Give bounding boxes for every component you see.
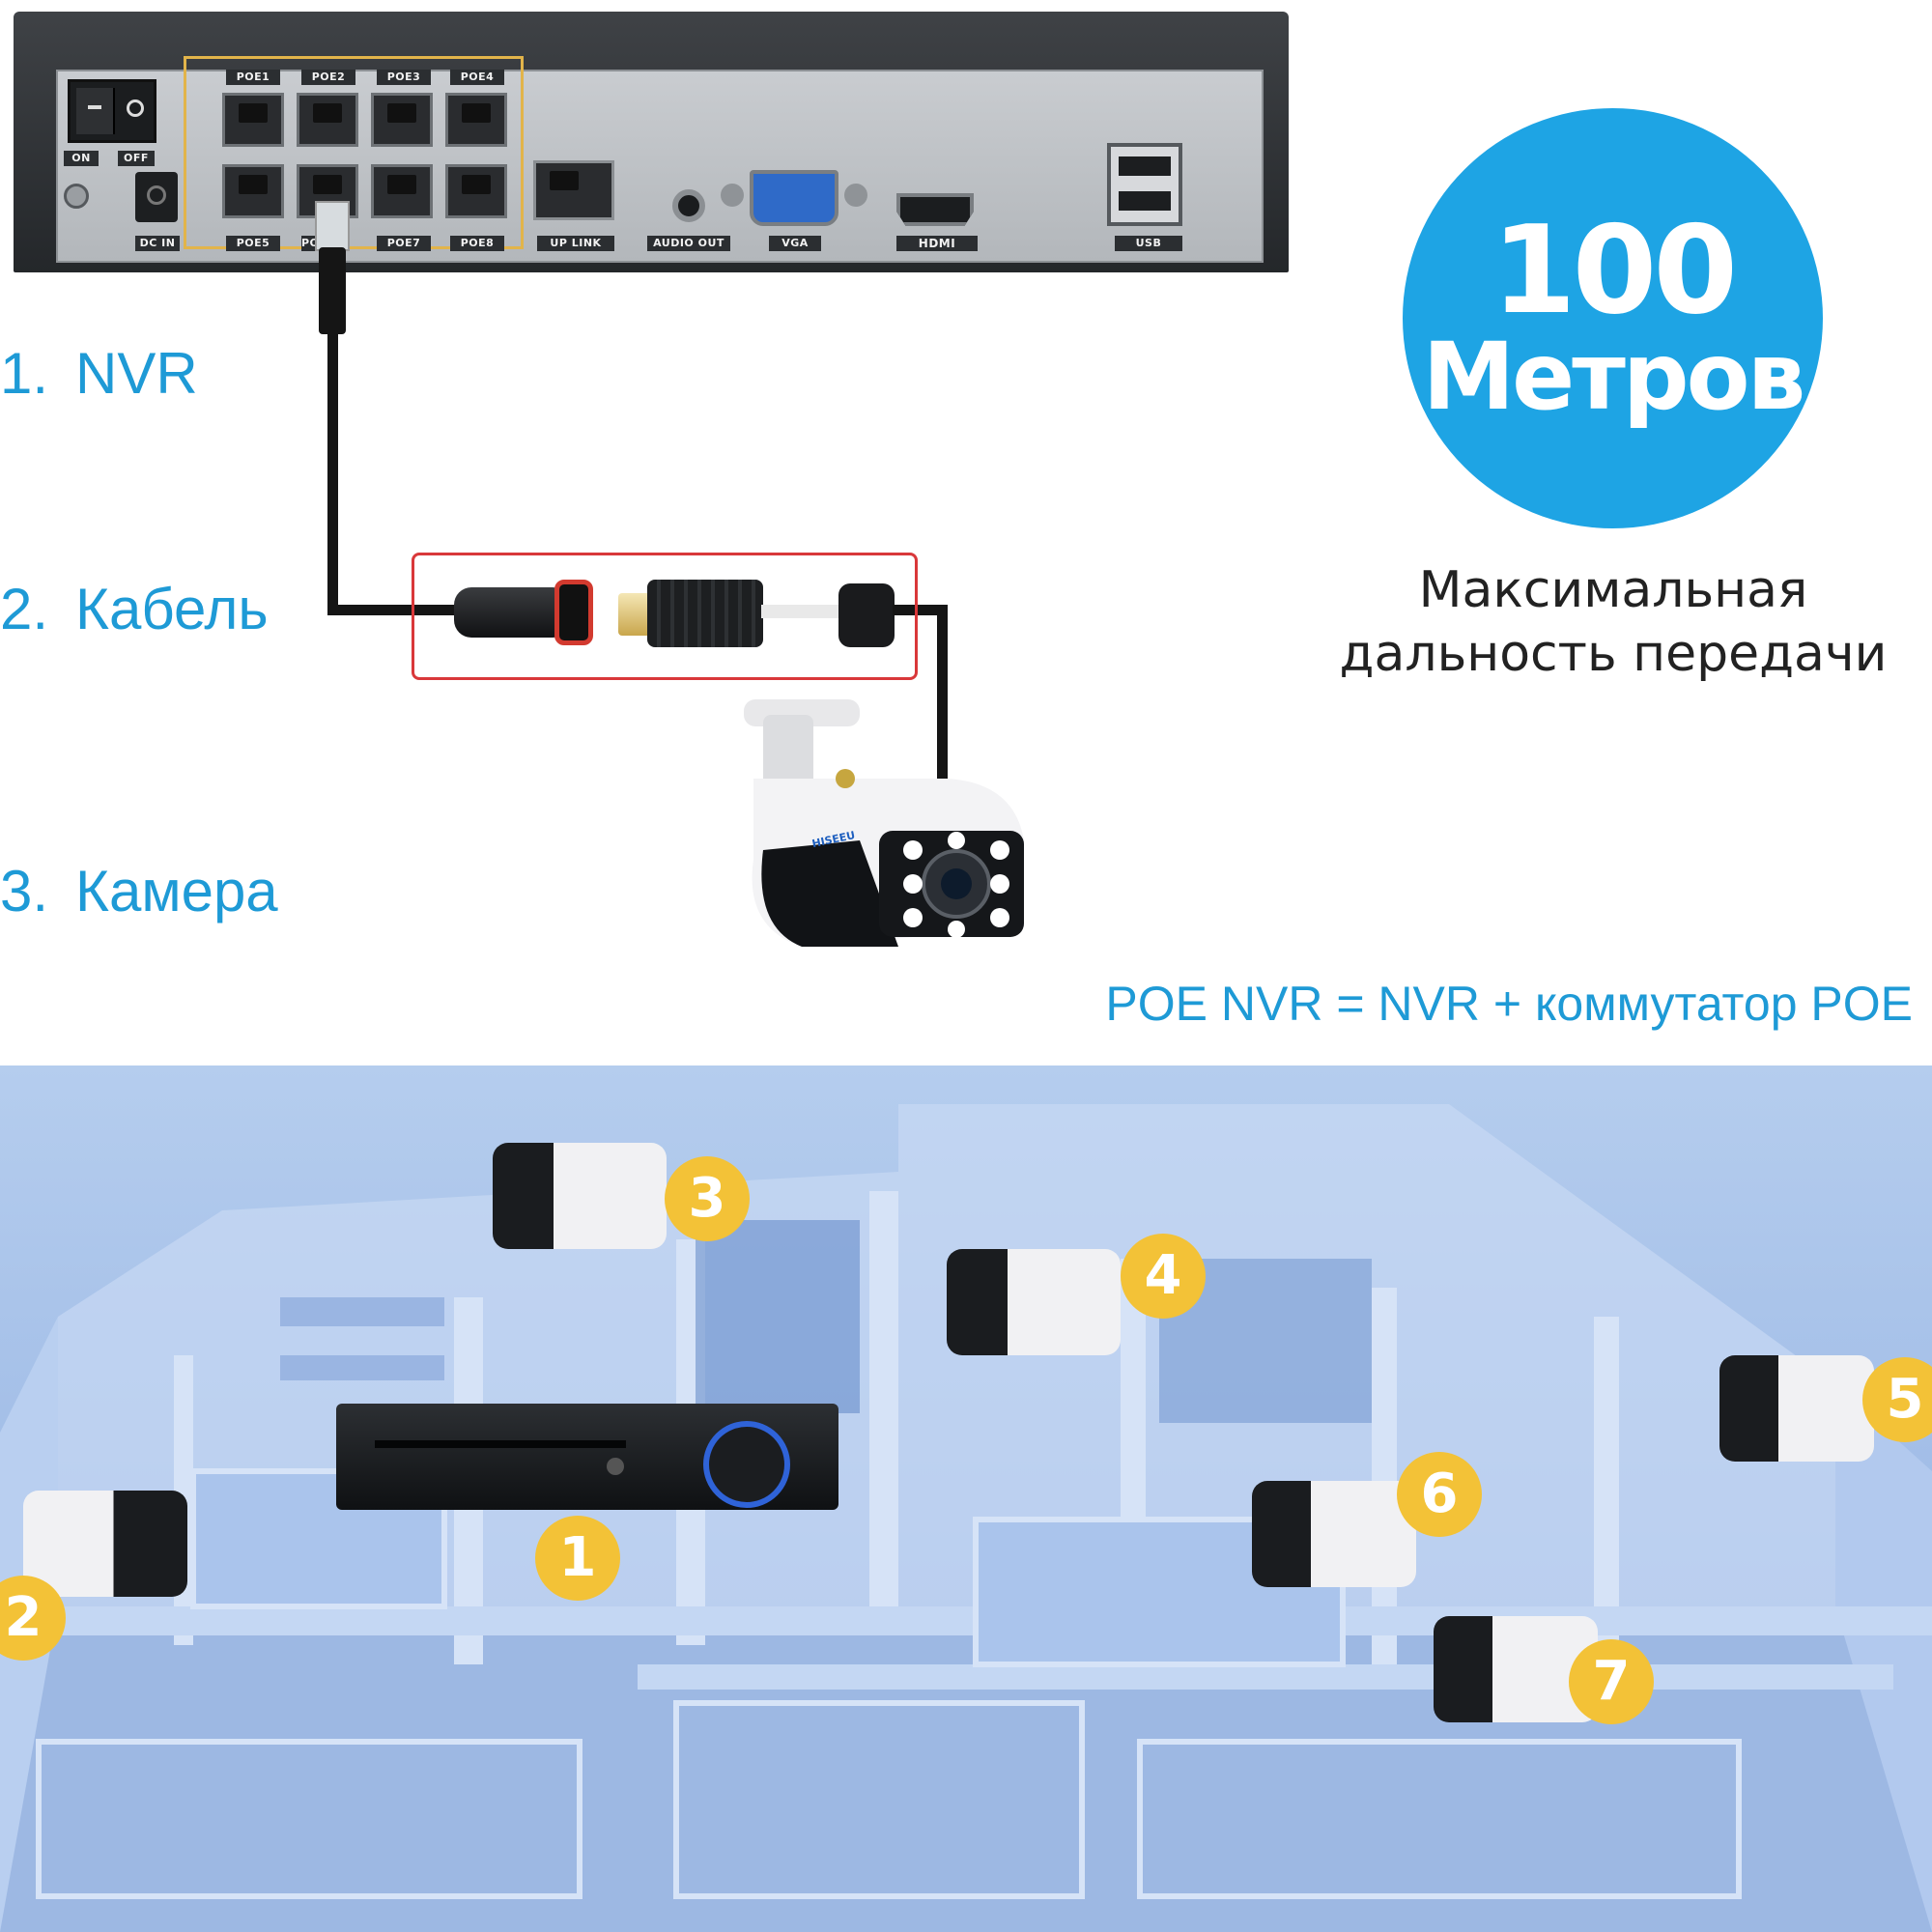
hdmi-label: HDMI bbox=[896, 236, 978, 251]
badge-4: 4 bbox=[1121, 1234, 1206, 1319]
badge-5: 5 bbox=[1862, 1357, 1932, 1442]
poe8-label: POE8 bbox=[450, 236, 504, 251]
connector-female bbox=[454, 587, 560, 638]
connector-gold-plug bbox=[618, 593, 651, 636]
poe2-port bbox=[297, 93, 358, 147]
connector-cap bbox=[838, 583, 895, 647]
poe7-label: POE7 bbox=[377, 236, 431, 251]
distance-unit: Метров bbox=[1422, 322, 1806, 431]
distance-value: 100 bbox=[1491, 198, 1738, 341]
camera-cable-vertical bbox=[937, 605, 948, 788]
vga-port bbox=[750, 170, 838, 226]
connector-red-ring bbox=[554, 580, 593, 645]
step-nvr: 1. NVR bbox=[0, 340, 198, 407]
max-distance-caption: Максимальная дальность передачи bbox=[1294, 558, 1932, 686]
cable-horizontal bbox=[327, 605, 472, 615]
step-number: 1. bbox=[0, 341, 49, 406]
badge-6: 6 bbox=[1397, 1452, 1482, 1537]
dc-in-label: DC IN bbox=[135, 236, 180, 251]
poe4-port bbox=[445, 93, 507, 147]
poe3-port bbox=[371, 93, 433, 147]
badge-3: 3 bbox=[665, 1156, 750, 1241]
badge-7: 7 bbox=[1569, 1639, 1654, 1724]
rj45-plug bbox=[315, 201, 350, 251]
step-camera: 3. Камера bbox=[0, 858, 278, 924]
camera-5 bbox=[1719, 1355, 1874, 1462]
uplink-port bbox=[533, 160, 614, 220]
camera-3 bbox=[493, 1143, 667, 1249]
uplink-label: UP LINK bbox=[537, 236, 614, 251]
nvr-device bbox=[336, 1404, 838, 1510]
poe7-port bbox=[371, 164, 433, 218]
vga-label: VGA bbox=[769, 236, 821, 251]
hdmi-port bbox=[896, 193, 974, 226]
max-distance-line2: дальность передачи bbox=[1339, 625, 1888, 683]
bullet-camera-illustration bbox=[744, 699, 1024, 947]
poe1-label: POE1 bbox=[226, 70, 280, 85]
vga-screw-right bbox=[844, 184, 867, 207]
ground-screw-icon bbox=[64, 184, 89, 209]
camera-4 bbox=[947, 1249, 1121, 1355]
poe8-port bbox=[445, 164, 507, 218]
connector-highlight-frame bbox=[412, 553, 918, 680]
camera-2 bbox=[23, 1491, 187, 1597]
distance-bubble: 100 Метров bbox=[1403, 108, 1823, 528]
step-label: Камера bbox=[75, 859, 278, 923]
cable-vertical bbox=[327, 328, 338, 613]
switch-on-label: ON bbox=[64, 151, 99, 166]
step-cable: 2. Кабель bbox=[0, 576, 269, 642]
camera-6 bbox=[1252, 1481, 1416, 1587]
badge-1: 1 bbox=[535, 1516, 620, 1601]
badge-2: 2 bbox=[0, 1576, 66, 1661]
switch-off-label: OFF bbox=[118, 151, 155, 166]
max-distance-line1: Максимальная bbox=[1418, 561, 1808, 619]
connector-white-wire bbox=[761, 605, 844, 618]
camera-cable-horizontal bbox=[893, 605, 945, 615]
audio-out-label: AUDIO OUT bbox=[647, 236, 730, 251]
poe4-label: POE4 bbox=[450, 70, 504, 85]
step-number: 2. bbox=[0, 577, 49, 641]
poe-ports-frame bbox=[184, 56, 524, 249]
audio-out-jack bbox=[672, 189, 705, 222]
poe1-port bbox=[222, 93, 284, 147]
dc-in-jack bbox=[135, 172, 178, 222]
poe3-label: POE3 bbox=[377, 70, 431, 85]
poe-formula: POE NVR = NVR + коммутатор POE bbox=[1105, 977, 1913, 1031]
usb-ports bbox=[1107, 143, 1182, 226]
house-floorplan-illustration: 1 2 3 4 5 6 7 bbox=[0, 1065, 1932, 1932]
vga-screw-left bbox=[721, 184, 744, 207]
poe5-label: POE5 bbox=[226, 236, 280, 251]
usb-label: USB bbox=[1115, 236, 1182, 251]
step-number: 3. bbox=[0, 859, 49, 923]
step-label: Кабель bbox=[75, 577, 269, 641]
house-walls bbox=[0, 1104, 1932, 1932]
step-label: NVR bbox=[75, 341, 198, 406]
poe5-port bbox=[222, 164, 284, 218]
power-switch bbox=[68, 79, 156, 143]
connector-nut bbox=[647, 580, 763, 647]
poe2-label: POE2 bbox=[301, 70, 355, 85]
cable-boot bbox=[319, 247, 346, 334]
